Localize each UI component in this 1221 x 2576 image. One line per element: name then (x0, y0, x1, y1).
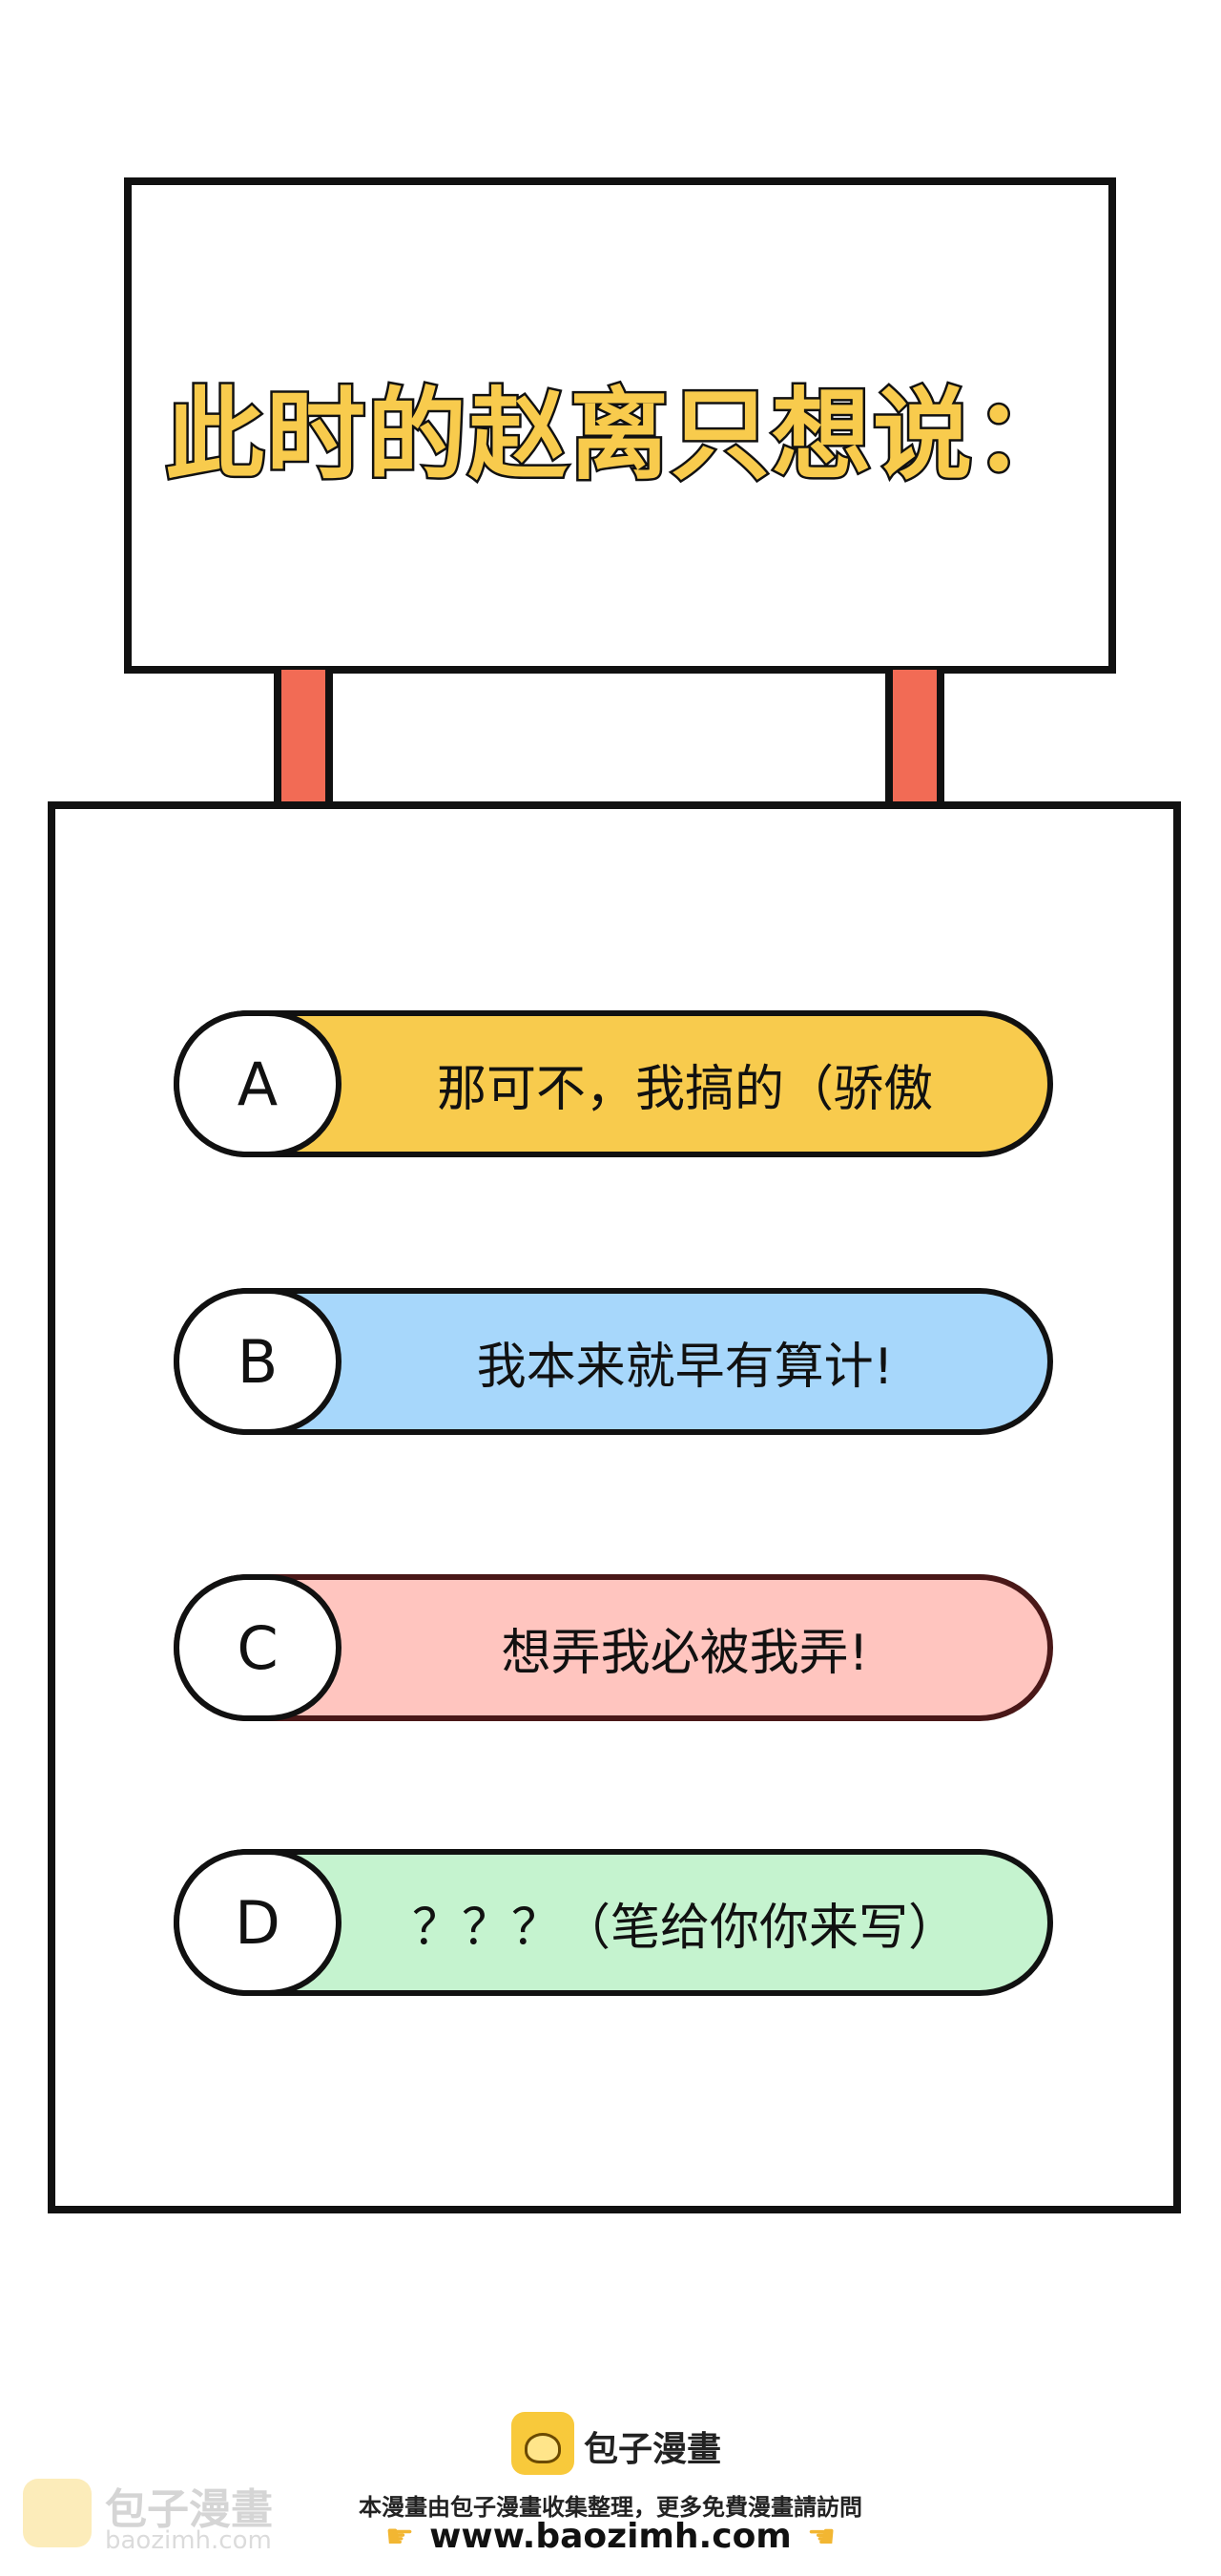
sign-pole-right (885, 670, 944, 805)
option-text: 我本来就早有算计! (476, 1338, 894, 1396)
option-letter-badge: A (174, 1010, 341, 1157)
corner-watermark: 包子漫畫 baozimh.com (23, 2475, 309, 2557)
sign-pole-left (274, 670, 333, 805)
option-d[interactable]: D ？？？（笔给你你来写） (174, 1849, 1053, 1996)
option-letter-badge: B (174, 1288, 341, 1435)
option-b[interactable]: B 我本来就早有算计! (174, 1288, 1053, 1435)
footer-url-link[interactable]: www.baozimh.com (429, 2517, 792, 2556)
option-a[interactable]: A 那可不，我搞的（骄傲 (174, 1010, 1053, 1157)
footer-notice: 本漫畫由包子漫畫收集整理，更多免費漫畫請訪問 (359, 2494, 862, 2521)
option-text: ？？？（笔给你你来写） (411, 1899, 958, 1957)
option-letter-badge: D (174, 1849, 341, 1996)
corner-logo-name: 包子漫畫 (105, 2485, 273, 2534)
footer-url-row: ☛ www.baozimh.com ☚ (0, 2517, 1221, 2556)
sign-title: 此时的赵离只想说： (162, 374, 1075, 495)
option-text: 那可不，我搞的（骄傲 (436, 1060, 933, 1118)
pointing-right-hand-icon: ☛ (384, 2517, 415, 2556)
corner-logo-url: baozimh.com (105, 2526, 272, 2555)
option-c[interactable]: C 想弄我必被我弄! (174, 1574, 1053, 1721)
baozi-logo-icon (511, 2412, 574, 2475)
option-letter-badge: C (174, 1574, 341, 1721)
option-text: 想弄我必被我弄! (501, 1624, 869, 1682)
corner-baozi-logo-icon (23, 2479, 92, 2547)
pointing-left-hand-icon: ☚ (806, 2517, 837, 2556)
footer-logo-text: 包子漫畫 (584, 2430, 722, 2469)
sign-board: 此时的赵离只想说： (124, 177, 1116, 674)
